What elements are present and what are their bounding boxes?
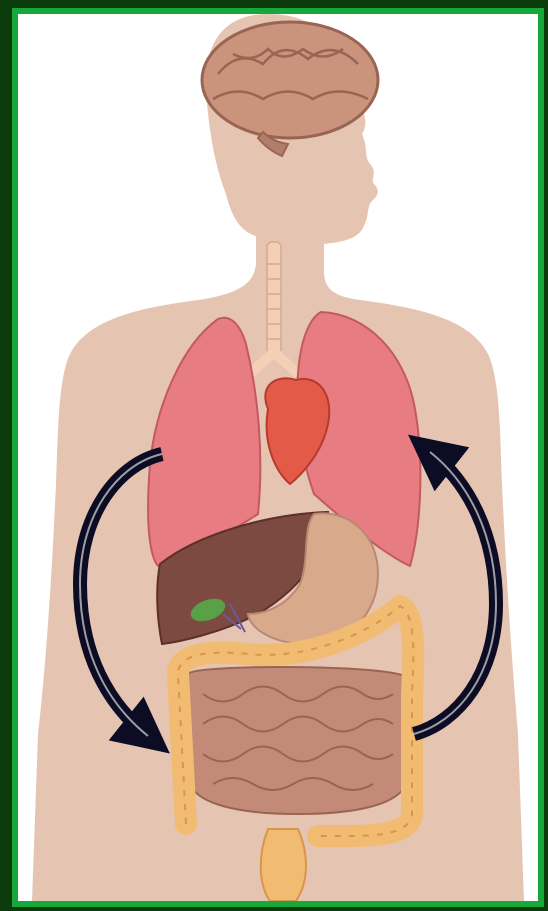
- diagram-panel: [12, 8, 544, 907]
- anatomy-diagram: [18, 14, 538, 901]
- rectum: [261, 829, 306, 901]
- small-intestine: [188, 667, 408, 814]
